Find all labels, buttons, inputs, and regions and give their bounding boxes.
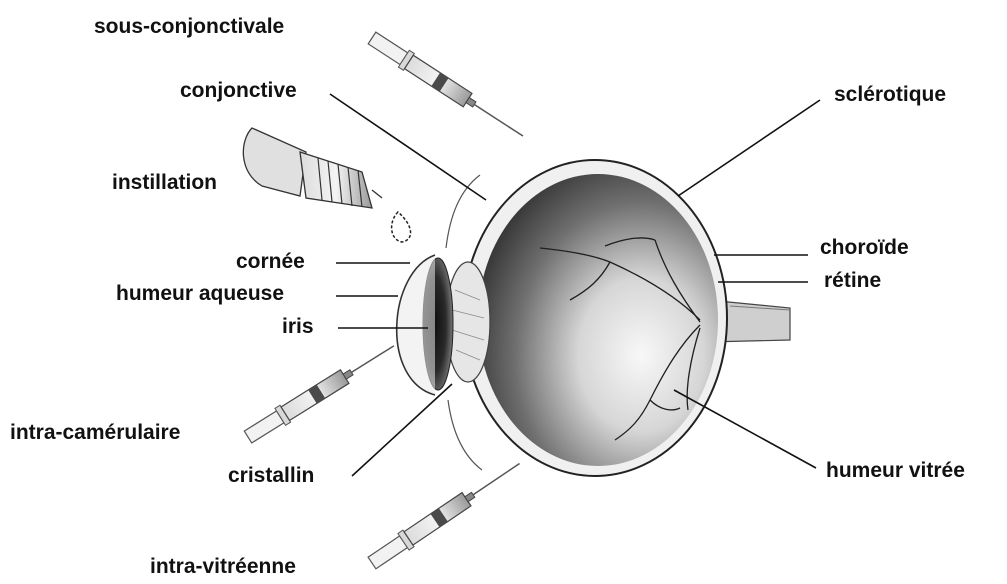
syringe-icon [243, 337, 399, 445]
leader-cristallin [352, 384, 452, 476]
drop-icon [392, 212, 411, 242]
label-cristallin: cristallin [228, 465, 314, 486]
label-retine: rétine [824, 270, 881, 291]
eyeball [397, 160, 727, 476]
label-intra-camerulaire: intra-camérulaire [10, 422, 180, 443]
syringe-icon [366, 455, 525, 571]
label-sous-conjonctivale: sous-conjonctivale [94, 16, 284, 37]
eye-dropper-icon [243, 128, 382, 208]
syringe-icon [367, 30, 529, 145]
label-conjonctive: conjonctive [180, 80, 297, 101]
label-instillation: instillation [112, 172, 217, 193]
label-intra-vitreenne: intra-vitréenne [150, 556, 296, 577]
label-sclerotique: sclérotique [834, 84, 946, 105]
label-choroide: choroïde [820, 237, 909, 258]
label-cornee: cornée [236, 251, 305, 272]
leader-sclerotique [678, 100, 820, 196]
label-iris: iris [282, 316, 314, 337]
leader-humeur-vitree [674, 390, 816, 468]
label-humeur-aqueuse: humeur aqueuse [116, 283, 284, 304]
label-humeur-vitree: humeur vitrée [826, 460, 965, 481]
